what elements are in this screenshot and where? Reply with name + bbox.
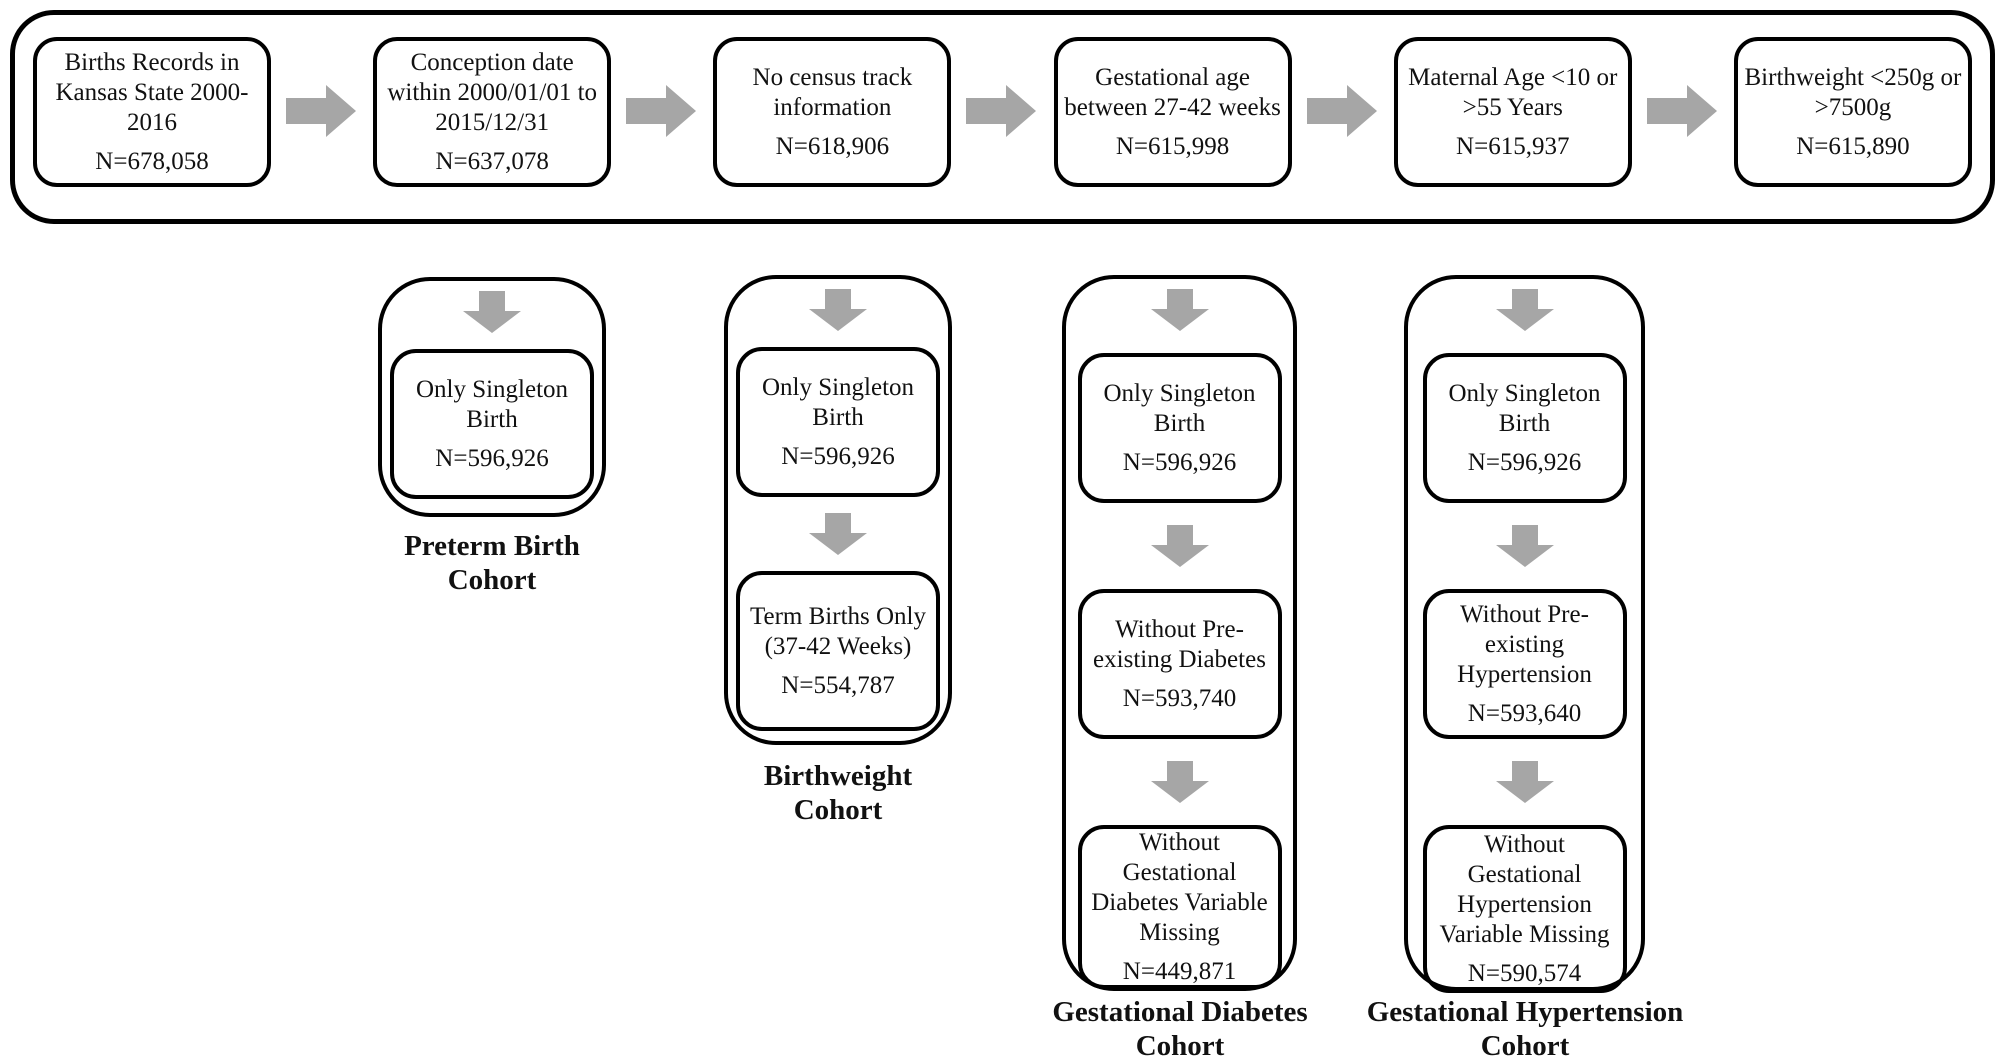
step-box-text: Term Births Only (37-42 Weeks) xyxy=(749,602,926,660)
step-box-only-singleton: Only Singleton Birth N=596,926 xyxy=(736,347,940,497)
step-box-count: N=596,926 xyxy=(1122,448,1237,476)
flow-box-census-track: No census track information N=618,906 xyxy=(713,37,952,187)
step-box-count: N=596,926 xyxy=(781,442,895,470)
flow-box-text: Gestational age between 27-42 weeks xyxy=(1064,63,1281,121)
step-box-text: Without Pre-existing Hypertension xyxy=(1457,600,1592,688)
flow-box-gestational-age: Gestational age between 27-42 weeks N=61… xyxy=(1053,37,1292,187)
cohort-label-gestational-hypertension: Gestational Hypertension Cohort xyxy=(1366,996,1684,1058)
step-box-without-preexisting-diabetes: Without Pre-existing Diabetes N=593,740 xyxy=(1077,589,1282,739)
step-box-term-births: Term Births Only (37-42 Weeks) N=554,787 xyxy=(736,571,940,731)
flow-box-text: Maternal Age <10 or >55 Years xyxy=(1408,63,1618,121)
step-box-without-gestational-diabetes-missing: Without Gestational Diabetes Variable Mi… xyxy=(1077,825,1282,989)
cohort-label-preterm-birth: Preterm Birth Cohort xyxy=(404,530,580,596)
step-box-without-preexisting-hypertension: Without Pre-existing Hypertension N=593,… xyxy=(1422,589,1627,739)
step-box-count: N=449,871 xyxy=(1122,957,1237,985)
step-box-only-singleton: Only Singleton Birth N=596,926 xyxy=(390,349,594,499)
right-arrow-icon xyxy=(1646,83,1719,139)
right-arrow-icon xyxy=(1306,83,1379,139)
step-box-count: N=596,926 xyxy=(435,444,549,472)
flow-box-text: Births Records in Kansas State 2000-2016 xyxy=(55,48,249,136)
flow-box-count: N=615,890 xyxy=(1796,132,1910,160)
flow-box-count: N=615,937 xyxy=(1456,132,1570,160)
cohort-label-gestational-diabetes: Gestational Diabetes Cohort xyxy=(1052,996,1308,1058)
flow-box-birthweight: Birthweight <250g or >7500g N=615,890 xyxy=(1733,37,1972,187)
down-arrow-icon xyxy=(807,289,869,331)
down-arrow-icon xyxy=(1149,525,1211,567)
flow-box-text: No census track information xyxy=(752,63,913,121)
step-box-text: Without Pre-existing Diabetes xyxy=(1093,615,1266,673)
down-arrow-icon xyxy=(807,513,869,555)
step-box-count: N=593,740 xyxy=(1122,684,1237,712)
step-box-only-singleton: Only Singleton Birth N=596,926 xyxy=(1077,353,1282,503)
step-box-text: Only Singleton Birth xyxy=(1448,379,1601,437)
step-box-text: Only Singleton Birth xyxy=(1103,379,1256,437)
step-box-only-singleton: Only Singleton Birth N=596,926 xyxy=(1422,353,1627,503)
flow-box-text: Birthweight <250g or >7500g xyxy=(1744,63,1962,121)
down-arrow-icon xyxy=(1494,289,1556,331)
down-arrow-icon xyxy=(461,291,523,333)
step-box-text: Only Singleton Birth xyxy=(415,375,569,433)
flow-box-count: N=615,998 xyxy=(1115,132,1230,160)
step-box-count: N=593,640 xyxy=(1467,699,1582,727)
flow-box-count: N=618,906 xyxy=(775,132,890,160)
down-arrow-icon xyxy=(1494,525,1556,567)
down-arrow-icon xyxy=(1149,289,1211,331)
down-arrow-icon xyxy=(1494,761,1556,803)
down-arrow-icon xyxy=(1149,761,1211,803)
right-arrow-icon xyxy=(286,83,358,139)
preterm-birth-cohort-container: Only Singleton Birth N=596,926 xyxy=(378,277,606,517)
gestational-diabetes-cohort-container: Only Singleton Birth N=596,926 Without P… xyxy=(1062,275,1297,991)
step-box-text: Without Gestational Diabetes Variable Mi… xyxy=(1091,828,1268,946)
flow-box-conception-date: Conception date within 2000/01/01 to 201… xyxy=(373,37,612,187)
step-box-without-gestational-hypertension-missing: Without Gestational Hypertension Variabl… xyxy=(1422,825,1627,993)
cohort-label-birthweight: Birthweight Cohort xyxy=(763,760,913,826)
birthweight-cohort-container: Only Singleton Birth N=596,926 Term Birt… xyxy=(724,275,952,745)
step-box-count: N=554,787 xyxy=(781,671,895,699)
step-box-text: Only Singleton Birth xyxy=(761,373,915,431)
exclusion-row-container: Births Records in Kansas State 2000-2016… xyxy=(10,10,1995,224)
step-box-text: Without Gestational Hypertension Variabl… xyxy=(1439,830,1610,948)
flow-box-count: N=678,058 xyxy=(95,147,209,175)
flow-box-text: Conception date within 2000/01/01 to 201… xyxy=(387,48,598,136)
right-arrow-icon xyxy=(626,83,698,139)
flow-box-maternal-age: Maternal Age <10 or >55 Years N=615,937 xyxy=(1393,37,1632,187)
flow-box-count: N=637,078 xyxy=(435,147,549,175)
step-box-count: N=590,574 xyxy=(1467,959,1582,987)
right-arrow-icon xyxy=(966,83,1038,139)
step-box-count: N=596,926 xyxy=(1467,448,1582,476)
gestational-hypertension-cohort-container: Only Singleton Birth N=596,926 Without P… xyxy=(1404,275,1645,993)
flow-box-birth-records: Births Records in Kansas State 2000-2016… xyxy=(33,37,271,187)
